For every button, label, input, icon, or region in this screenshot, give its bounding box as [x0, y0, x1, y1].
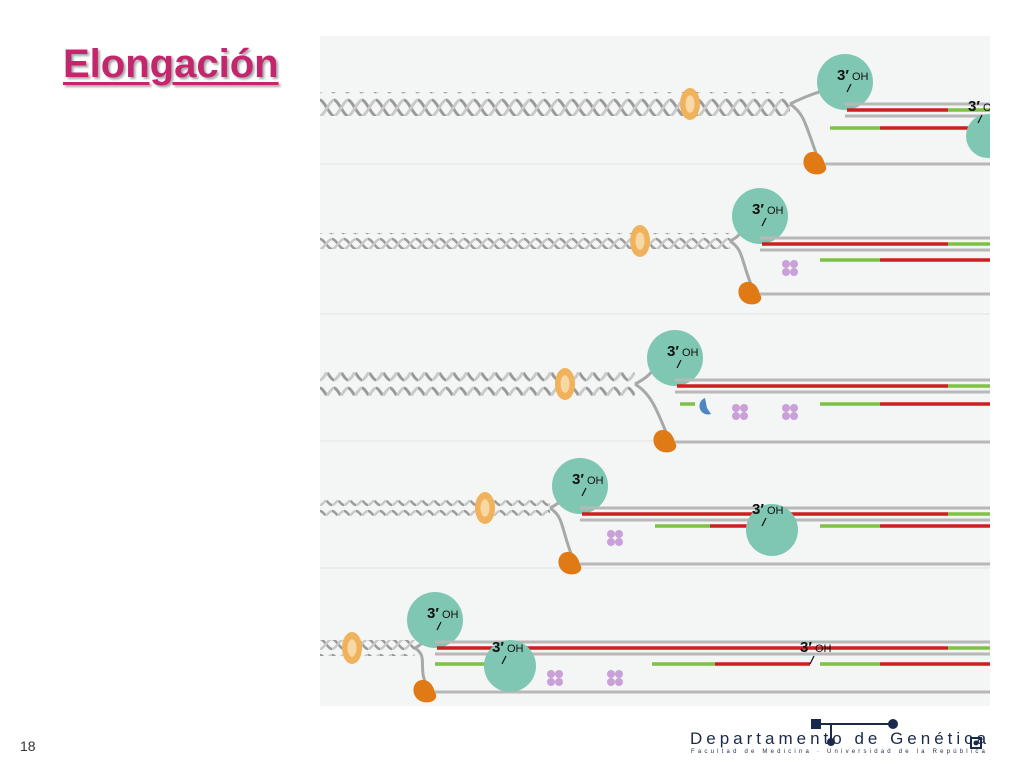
primer-tick [761, 217, 767, 227]
ssb-protein-icon [790, 260, 798, 268]
primer-3-prime-label: 3′OH [837, 67, 869, 84]
primer-3-prime-label: 3′OH [968, 98, 990, 115]
primer-tick [809, 655, 815, 665]
ssb-protein-icon [607, 678, 615, 686]
ssb-protein-icon [615, 670, 623, 678]
primer-tick [436, 621, 442, 631]
helicase-ring-hole [480, 499, 490, 517]
dna-polymerase-icon [966, 114, 990, 158]
parental-dna-helix [320, 640, 415, 656]
primer-3-prime-label: 3′OH [572, 471, 604, 488]
parental-dna-helix [320, 92, 790, 116]
primer-tick [581, 487, 587, 497]
ssb-protein-icon [615, 538, 623, 546]
ssb-protein-icon [555, 670, 563, 678]
primer-tick [761, 517, 767, 527]
helicase-ring-hole [347, 639, 357, 657]
clamp-loader-icon [699, 398, 711, 415]
department-subtitle: Facultad de Medicina · Universidad de la… [691, 749, 989, 755]
dna-polymerase-icon [817, 54, 873, 110]
ssb-protein-icon [740, 404, 748, 412]
primase-icon [653, 429, 677, 453]
primase-icon [738, 281, 762, 305]
ssb-protein-icon [740, 412, 748, 420]
dna-polymerase-icon [407, 592, 463, 648]
helicase-ring-hole [685, 95, 695, 113]
dna-polymerase-icon [746, 504, 798, 556]
dna-polymerase-icon [552, 458, 608, 514]
primer-3-prime-label: 3′OH [752, 501, 784, 518]
primase-icon [558, 551, 582, 575]
department-logo-icon [811, 719, 982, 749]
ssb-protein-icon [782, 260, 790, 268]
primer-3-prime-label: 3′OH [427, 605, 459, 622]
ssb-protein-icon [607, 530, 615, 538]
ssb-protein-icon [790, 404, 798, 412]
dna-polymerase-icon [484, 640, 536, 692]
dna-polymerase-icon [732, 188, 788, 244]
primer-3-prime-label: 3′OH [752, 201, 784, 218]
primer-3-prime-label: 3′OH [492, 639, 524, 656]
primase-icon [413, 679, 437, 703]
ssb-protein-icon [790, 412, 798, 420]
ssb-protein-icon [615, 530, 623, 538]
parental-dna-helix [320, 233, 730, 249]
ssb-protein-icon [790, 268, 798, 276]
primer-tick [846, 83, 852, 93]
parental-dna-helix [320, 372, 635, 396]
helicase-ring-hole [635, 232, 645, 250]
ssb-protein-icon [615, 678, 623, 686]
dna-polymerase-icon [647, 330, 703, 386]
ssb-protein-icon [732, 412, 740, 420]
primer-tick [501, 655, 507, 665]
ssb-protein-icon [607, 538, 615, 546]
department-name: Departamento de Genética [690, 729, 991, 748]
ssb-protein-icon [547, 670, 555, 678]
parental-dna-helix [320, 500, 550, 516]
ssb-protein-icon [547, 678, 555, 686]
ssb-protein-icon [782, 404, 790, 412]
primer-3-prime-label: 3′OH [667, 343, 699, 360]
ssb-protein-icon [782, 412, 790, 420]
helicase-ring-hole [560, 375, 570, 393]
primer-tick [977, 114, 983, 124]
ssb-protein-icon [732, 404, 740, 412]
primer-3-prime-label: 3′OH [800, 639, 832, 656]
page-number: 18 [20, 738, 36, 754]
replication-fork-figure: 3′OH 3′OH 3′OH 3′OH 3′OH 3′OH 3′OH 3′OH 3′OH [320, 36, 990, 706]
primase-icon [803, 151, 827, 175]
slide-title: Elongación [63, 42, 279, 86]
ssb-protein-icon [555, 678, 563, 686]
ssb-protein-icon [607, 670, 615, 678]
ssb-protein-icon [782, 268, 790, 276]
primer-tick [676, 359, 682, 369]
